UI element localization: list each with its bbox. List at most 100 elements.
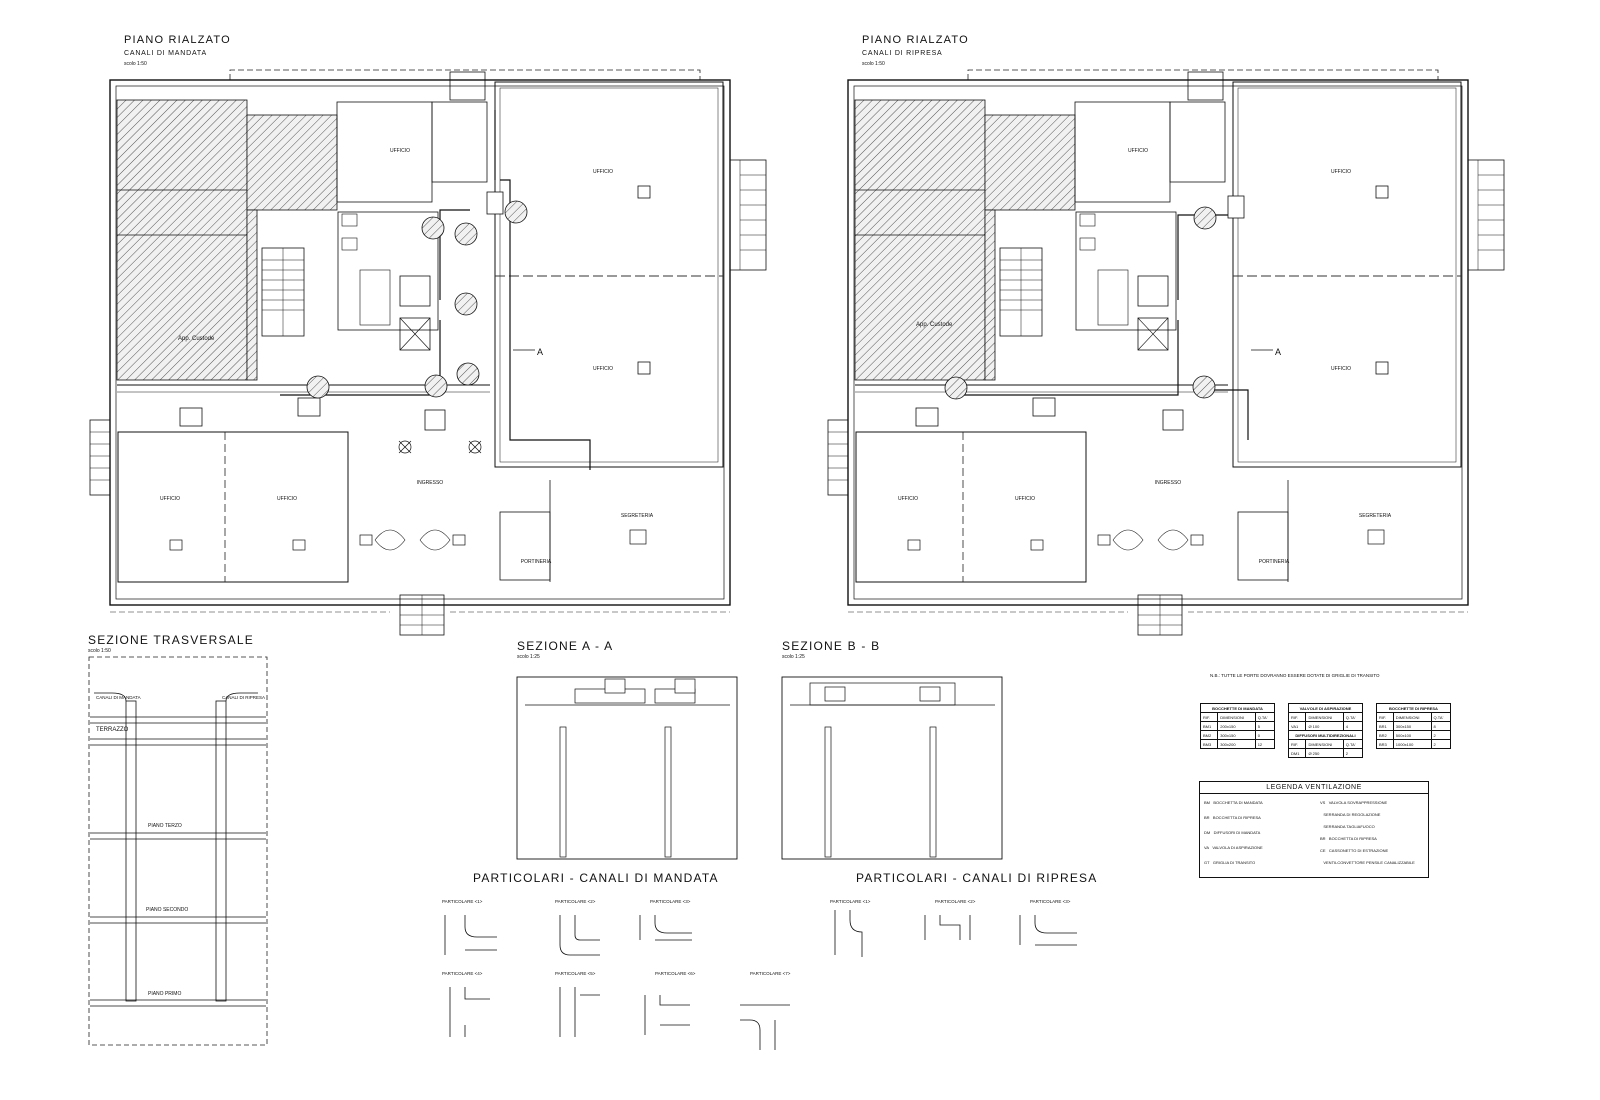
detail-label-2: PARTICOLARE <2> — [555, 899, 596, 904]
section-trasversale-title: SEZIONE TRASVERSALE — [88, 633, 254, 647]
table-cell: 300x150 — [1392, 721, 1432, 731]
section-aa-title: SEZIONE A - A — [517, 639, 614, 653]
legend-ventilazione: LEGENDA VENTILAZIONE BM BOCCHETTA DI MAN… — [1199, 781, 1429, 878]
room-label-ufficio-9: UFFICIO — [1331, 366, 1351, 372]
table-cell: 2 — [1430, 739, 1452, 749]
legend-right-0: VS VALVOLA SOVRAPPRESSIONE — [1320, 800, 1388, 805]
room-label-ufficio-6: UFFICIO — [898, 496, 918, 502]
section-bb-scale: scolo 1:25 — [782, 654, 805, 660]
table-cell: BR1 — [1376, 721, 1394, 731]
table-cell: BM1 — [1199, 721, 1219, 731]
plan-ripresa-scale: scolo 1:50 — [862, 61, 885, 67]
table-cell: RIF. — [1287, 739, 1307, 749]
table-cell: 2 — [1342, 748, 1364, 758]
table-cell: BM2 — [1199, 730, 1219, 740]
room-label-ufficio-8: UFFICIO — [1331, 169, 1351, 175]
room-label-ufficio-1: UFFICIO — [160, 496, 180, 502]
table-header: Q.TA' — [1254, 712, 1276, 722]
section-bb-title: SEZIONE B - B — [782, 639, 881, 653]
plan-mandata-scale: scolo 1:50 — [124, 61, 147, 67]
detail-r-label-3: PARTICOLARE <3> — [1030, 899, 1071, 904]
table-cell: 0 — [1254, 730, 1276, 740]
legend-left-4: GT GRIGLIA DI TRANSITO — [1204, 860, 1256, 865]
detail-r-label-2: PARTICOLARE <2> — [935, 899, 976, 904]
legend-right-5: VENTILCONVETTORE PENSILE CANALIZZABILE — [1323, 860, 1415, 865]
table-header: RIF. — [1376, 712, 1394, 722]
floor-label-terzo: PIANO TERZO — [148, 823, 182, 829]
trasversale-label-mandata: CANALI DI MANDATA — [96, 695, 141, 700]
detail-label-6: PARTICOLARE <6> — [655, 971, 696, 976]
section-trasversale-scale: scolo 1:50 — [88, 648, 111, 654]
floor-label-terrazzo: TERRAZZO — [96, 727, 129, 733]
table-title: BOCCHETTE DI MANDATA — [1200, 703, 1275, 713]
table-header: DIMENSIONI — [1217, 712, 1256, 722]
table-bocchette-ripresa: BOCCHETTE DI RIPRESA RIF. DIMENSIONI Q.T… — [1376, 703, 1452, 749]
room-label-ufficio-4: UFFICIO — [593, 366, 613, 372]
floor-plan-ripresa: App. Custode UFFICIO UFFICIO UFFICIO UFF… — [827, 69, 1505, 636]
section-marker-a-2: A — [1275, 347, 1281, 357]
apartment-label: App. Custode — [178, 336, 215, 342]
table-title: VALVOLE DI ASPIRAZIONE — [1288, 703, 1363, 713]
table-cell: Q.TA' — [1342, 739, 1364, 749]
floor-label-primo: PIANO PRIMO — [148, 991, 181, 997]
room-label-ufficio-10: UFFICIO — [1128, 148, 1148, 154]
plan-mandata-title: PIANO RIALZATO — [124, 34, 231, 46]
plan-ripresa-title: PIANO RIALZATO — [862, 34, 969, 46]
detail-label-3: PARTICOLARE <3> — [650, 899, 691, 904]
plan-ripresa-subtitle: CANALI DI RIPRESA — [862, 50, 943, 57]
apartment-label-2: App. Custode — [916, 322, 953, 328]
details-mandata-title: PARTICOLARI - CANALI DI MANDATA — [473, 871, 719, 885]
legend-right-4: CE CASSONETTO DI ESTRAZIONE — [1320, 848, 1389, 853]
table-cell: BM3 — [1199, 739, 1219, 749]
general-note: N.B.: TUTTE LE PORTE DOVRANNO ESSERE DOT… — [1210, 673, 1380, 678]
room-label-ufficio-5: UFFICIO — [390, 148, 410, 154]
table-cell: BR2 — [1376, 730, 1394, 740]
table-cell: 8 — [1430, 721, 1452, 731]
section-aa-scale: scolo 1:25 — [517, 654, 540, 660]
room-label-ufficio-7: UFFICIO — [1015, 496, 1035, 502]
table-cell: 2 — [1430, 730, 1452, 740]
room-label-ufficio-2: UFFICIO — [277, 496, 297, 502]
section-aa-drawing — [516, 676, 738, 860]
details-mandata-drawing: PARTICOLARE <1> PARTICOLARE <2> PARTICOL… — [442, 899, 791, 1050]
table-cell: DM1 — [1287, 748, 1307, 758]
section-marker-a: A — [537, 347, 543, 357]
room-label-ingresso-2: INGRESSO — [1155, 480, 1182, 486]
floor-label-secondo: PIANO SECONDO — [146, 907, 188, 913]
room-label-segreteria-2: SEGRETERIA — [1359, 513, 1392, 519]
table-header: RIF. — [1199, 712, 1219, 722]
table-header: Q.TA' — [1342, 712, 1364, 722]
detail-label-1: PARTICOLARE <1> — [442, 899, 483, 904]
legend-left-1: BR BOCCHETTA DI RIPRESA — [1204, 815, 1261, 820]
detail-label-4: PARTICOLARE <4> — [442, 971, 483, 976]
table-cell: 12 — [1254, 739, 1276, 749]
legend-left-2: DM DIFFUSORI DI MANDATA — [1204, 830, 1261, 835]
table-cell: BR3 — [1376, 739, 1394, 749]
trasversale-label-ripresa: CANALI DI RIPRESA — [222, 695, 265, 700]
table-header: RIF. — [1287, 712, 1307, 722]
table-valvole-aspirazione: VALVOLE DI ASPIRAZIONE RIF. DIMENSIONI Q… — [1287, 703, 1364, 758]
legend-title: LEGENDA VENTILAZIONE — [1200, 782, 1428, 794]
room-label-portineria-2: PORTINERIA — [1259, 559, 1290, 565]
details-ripresa-title: PARTICOLARI - CANALI DI RIPRESA — [856, 871, 1098, 885]
legend-right-3: BR BOCCHETTA DI RIPRESA — [1320, 836, 1377, 841]
table-cell: 1000x100 — [1392, 739, 1432, 749]
room-label-segreteria: SEGRETERIA — [621, 513, 654, 519]
table-cell: 200x150 — [1217, 721, 1256, 731]
room-label-portineria: PORTINERIA — [521, 559, 552, 565]
table-cell: Ø 250 — [1305, 748, 1344, 758]
section-trasversale-drawing: CANALI DI MANDATA CANALI DI RIPRESA TERR… — [88, 656, 268, 1046]
legend-left-3: VA VALVOLA DI ASPIRAZIONE — [1204, 845, 1263, 850]
table-cell: VA1 — [1287, 721, 1307, 731]
table-bocchette-mandata: BOCCHETTE DI MANDATA RIF. DIMENSIONI Q.T… — [1199, 703, 1276, 749]
plan-mandata-subtitle: CANALI DI MANDATA — [124, 50, 207, 57]
table-cell: 5 — [1254, 721, 1276, 731]
legend-right-2: SERRANDA TAGLIAFUOCO — [1323, 824, 1375, 829]
table-cell: 4 — [1342, 721, 1364, 731]
section-bb-drawing — [781, 676, 1003, 860]
table-header: DIMENSIONI — [1305, 712, 1344, 722]
table-title: BOCCHETTE DI RIPRESA — [1376, 703, 1451, 713]
table-cell: DIMENSIONI — [1305, 739, 1344, 749]
table-cell: 300x200 — [1217, 739, 1256, 749]
details-ripresa-drawing: PARTICOLARE <1> PARTICOLARE <2> PARTICOL… — [830, 899, 1077, 957]
